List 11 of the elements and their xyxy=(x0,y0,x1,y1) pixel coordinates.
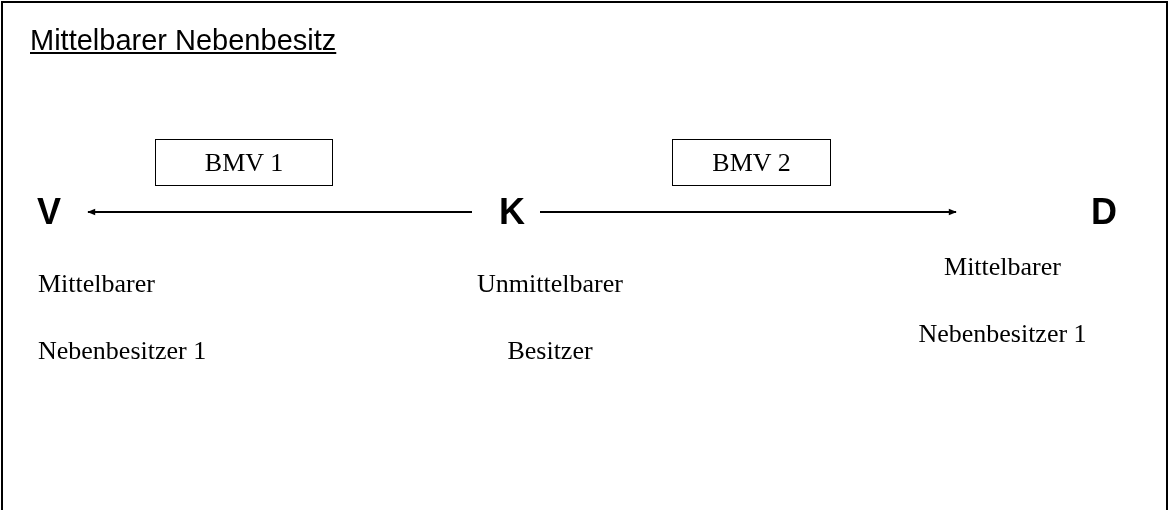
arrow xyxy=(539,208,957,216)
party-label: D xyxy=(1084,190,1124,234)
arrow xyxy=(87,208,473,216)
party-label: K xyxy=(494,190,530,234)
party-label: V xyxy=(30,190,68,234)
contract-box: BMV 2 xyxy=(672,139,831,186)
role-text: Unmittelbarer Besitzer xyxy=(476,268,624,367)
role-text: Mittelbarer Nebenbesitzer 1 xyxy=(38,268,208,367)
contract-box: BMV 1 xyxy=(155,139,333,186)
role-text: Mittelbarer Nebenbesitzer 1 xyxy=(917,251,1088,350)
title: Mittelbarer Nebenbesitz xyxy=(30,24,337,57)
